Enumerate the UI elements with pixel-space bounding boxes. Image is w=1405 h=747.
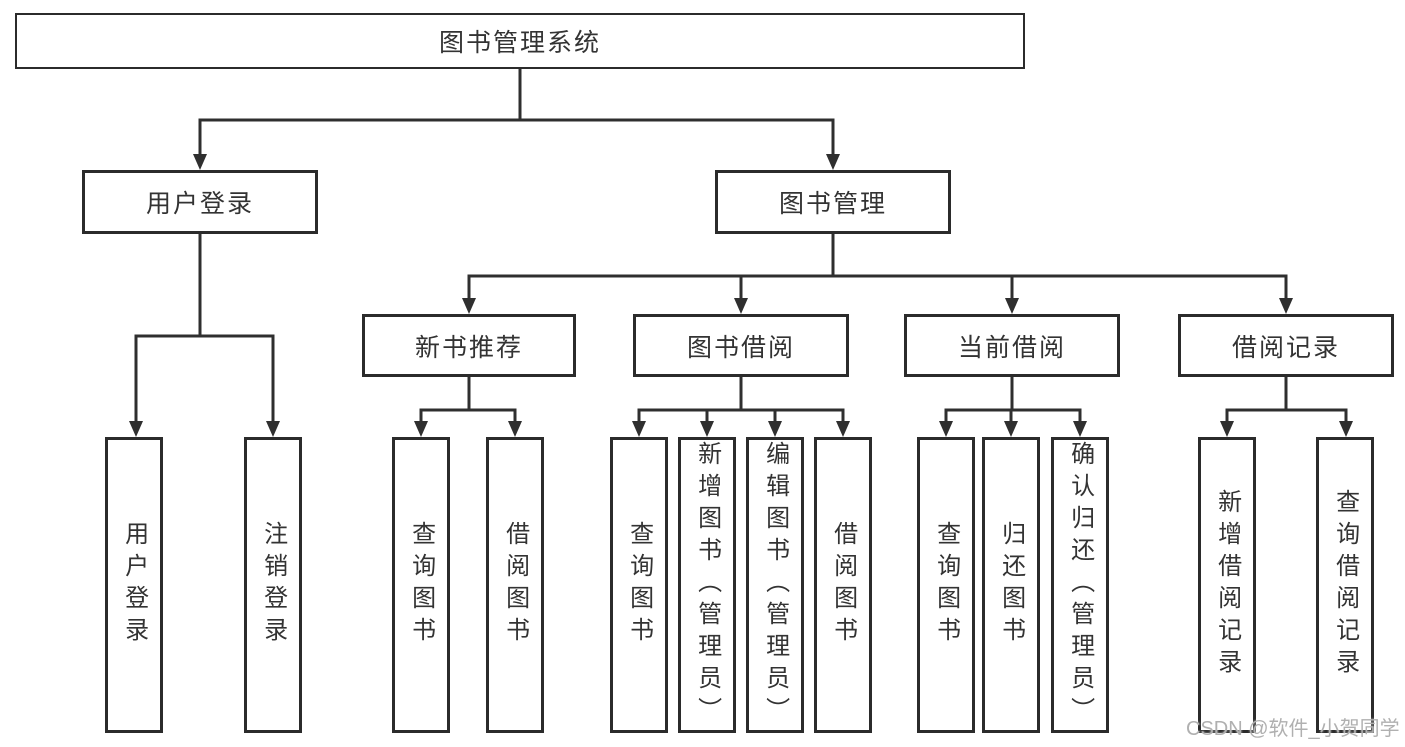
arrow-down-icon bbox=[632, 421, 646, 437]
leaf-label: 借阅图书 bbox=[501, 521, 529, 649]
arrow-down-icon bbox=[193, 154, 207, 170]
connector-new-book-recommendation bbox=[419, 377, 517, 423]
leaf-label: 查询借阅记录 bbox=[1331, 489, 1359, 681]
arrow-down-icon bbox=[129, 421, 143, 437]
leaf-user-login: 用户登录 bbox=[105, 437, 163, 733]
leaf-return-books: 归还图书 bbox=[982, 437, 1040, 733]
leaf-label: 查询图书 bbox=[625, 521, 653, 649]
node-label: 用户登录 bbox=[145, 190, 254, 218]
node-label: 借阅记录 bbox=[1231, 333, 1340, 362]
leaf-label: 查询图书 bbox=[932, 521, 960, 649]
arrow-down-icon bbox=[768, 421, 782, 437]
connector-current-borrowing bbox=[944, 377, 1082, 423]
node-library-system: 图书管理系统 bbox=[15, 13, 1025, 69]
arrow-down-icon bbox=[508, 421, 522, 437]
leaf-confirm-return-admin: 确认归还（管理员） bbox=[1051, 437, 1109, 733]
leaf-add-borrow-record: 新增借阅记录 bbox=[1198, 437, 1256, 733]
leaf-query-books: 查询图书 bbox=[610, 437, 668, 733]
leaf-edit-book-admin: 编辑图书（管理员） bbox=[746, 437, 804, 733]
arrow-down-icon bbox=[734, 298, 748, 314]
node-label: 图书管理 bbox=[778, 190, 887, 218]
arrow-down-icon bbox=[1220, 421, 1234, 437]
arrow-down-icon bbox=[836, 421, 850, 437]
node-new-book-recommendation: 新书推荐 bbox=[362, 314, 576, 377]
arrow-down-icon bbox=[939, 421, 953, 437]
leaf-logout: 注销登录 bbox=[244, 437, 302, 733]
connector-book-management bbox=[467, 234, 1288, 300]
leaf-label: 查询图书 bbox=[407, 521, 435, 649]
node-label: 图书管理系统 bbox=[438, 29, 601, 57]
leaf-borrow-books: 借阅图书 bbox=[486, 437, 544, 733]
connector-user-login bbox=[134, 234, 275, 423]
node-label: 图书借阅 bbox=[686, 333, 795, 362]
node-label: 新书推荐 bbox=[414, 333, 523, 362]
leaf-query-borrow-record: 查询借阅记录 bbox=[1316, 437, 1374, 733]
connector-book-borrowing bbox=[637, 377, 845, 423]
node-label: 当前借阅 bbox=[957, 333, 1066, 362]
arrow-down-icon bbox=[414, 421, 428, 437]
leaf-label: 确认归还（管理员） bbox=[1066, 441, 1094, 729]
node-current-borrowing: 当前借阅 bbox=[904, 314, 1120, 377]
arrow-down-icon bbox=[266, 421, 280, 437]
leaf-label: 新增图书（管理员） bbox=[693, 441, 721, 729]
leaf-label: 新增借阅记录 bbox=[1213, 489, 1241, 681]
leaf-label: 归还图书 bbox=[997, 521, 1025, 649]
arrow-down-icon bbox=[1005, 298, 1019, 314]
arrow-down-icon bbox=[826, 154, 840, 170]
arrow-down-icon bbox=[700, 421, 714, 437]
leaf-label: 注销登录 bbox=[259, 521, 287, 649]
leaf-label: 用户登录 bbox=[120, 521, 148, 649]
watermark: CSDN @软件_小贺同学 bbox=[1186, 718, 1400, 740]
connector-borrowing-records bbox=[1225, 377, 1348, 423]
arrow-down-icon bbox=[1279, 298, 1293, 314]
leaf-borrow-books: 借阅图书 bbox=[814, 437, 872, 733]
node-user-login: 用户登录 bbox=[82, 170, 318, 234]
node-borrowing-records: 借阅记录 bbox=[1178, 314, 1394, 377]
leaf-label: 编辑图书（管理员） bbox=[761, 441, 789, 729]
leaf-add-book-admin: 新增图书（管理员） bbox=[678, 437, 736, 733]
node-book-borrowing: 图书借阅 bbox=[633, 314, 849, 377]
arrow-down-icon bbox=[1004, 421, 1018, 437]
leaf-query-books: 查询图书 bbox=[392, 437, 450, 733]
leaf-label: 借阅图书 bbox=[829, 521, 857, 649]
connector-root bbox=[198, 68, 835, 156]
node-book-management: 图书管理 bbox=[715, 170, 951, 234]
arrow-down-icon bbox=[462, 298, 476, 314]
arrow-down-icon bbox=[1073, 421, 1087, 437]
arrow-down-icon bbox=[1339, 421, 1353, 437]
leaf-query-books: 查询图书 bbox=[917, 437, 975, 733]
